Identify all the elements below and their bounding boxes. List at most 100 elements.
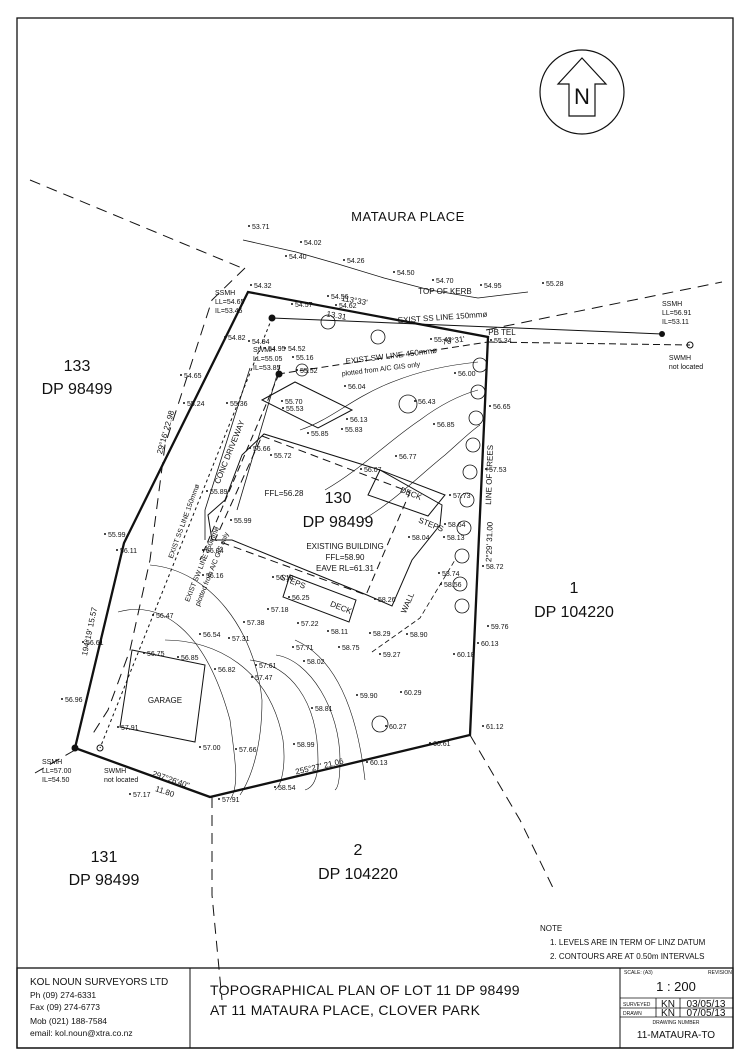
spot-level: 55.99 [108, 532, 126, 539]
spot-level: 57.73 [453, 493, 471, 500]
spot-level: 55.43 [434, 337, 452, 344]
spot-level-dot [224, 336, 226, 338]
svg-text:LL=56.91: LL=56.91 [662, 310, 691, 317]
ssmh-nw-label: SSMH LL=54.65 IL=53.45 [215, 290, 244, 315]
surveyed-date: 03/05/13 [687, 999, 726, 1010]
svg-text:IL=54.50: IL=54.50 [42, 777, 70, 784]
spot-level-dot [293, 743, 295, 745]
svg-text:LL=55.05: LL=55.05 [253, 356, 282, 363]
spot-level-dot [430, 338, 432, 340]
spot-level-dot [202, 549, 204, 551]
sw-line-label: EXIST SW LINE 450mmø [345, 346, 437, 366]
spot-level-dot [248, 225, 250, 227]
bearing-southwest-dist: 11.80 [154, 784, 176, 799]
spot-level: 56.85 [437, 422, 455, 429]
spot-level: 59.27 [383, 652, 401, 659]
ssmh-ne-marker [659, 331, 665, 337]
spot-level: 58.99 [297, 742, 315, 749]
spot-level-dot [443, 536, 445, 538]
svg-text:SWMH: SWMH [104, 768, 126, 775]
spot-level-dot [228, 637, 230, 639]
spot-level-dot [485, 468, 487, 470]
spot-level: 58.11 [331, 629, 348, 636]
driveway-label: CONC DRIVEWAY [213, 418, 247, 485]
spot-level-dot [297, 622, 299, 624]
existing-building [207, 381, 446, 623]
plan-title-line2: AT 11 MATAURA PLACE, CLOVER PARK [210, 1002, 481, 1018]
spot-level: 54.50 [397, 270, 415, 277]
spot-level: 54.95 [484, 283, 502, 290]
swmh-nw-marker [275, 370, 283, 378]
spot-level: 54.52 [288, 346, 306, 353]
spot-level: 54.82 [228, 335, 246, 342]
spot-level: 54.70 [436, 278, 454, 285]
svg-text:SSMH: SSMH [42, 759, 62, 766]
spot-level: 58.75 [342, 645, 360, 652]
swmh-sw-label: SWMH not located [104, 768, 138, 784]
line-of-trees-label: LINE OF TREES [484, 445, 495, 505]
spot-level-dot [327, 630, 329, 632]
spot-level-dot [433, 423, 435, 425]
spot-level-dot [199, 633, 201, 635]
spot-level-dot [453, 653, 455, 655]
spot-level: 57.00 [203, 745, 221, 752]
spot-level-dot [248, 340, 250, 342]
spot-level: 53.71 [252, 224, 270, 231]
spot-level-dot [250, 284, 252, 286]
pb-tel-label: PB TEL [488, 328, 516, 337]
spot-level-dot [285, 255, 287, 257]
retaining-wall [371, 559, 456, 653]
spot-level: 56.07 [364, 467, 382, 474]
drawn-by: KN [661, 1008, 675, 1019]
spot-level: 56.82 [218, 667, 236, 674]
spot-level: 55.28 [546, 281, 564, 288]
spot-level: 60.13 [481, 641, 499, 648]
bearing-north-dist: 13.31 [326, 309, 348, 321]
spot-level-dot [449, 494, 451, 496]
spot-level: 56.85 [181, 655, 199, 662]
spot-level: 54.94 [252, 339, 270, 346]
spot-level-dot [117, 726, 119, 728]
spot-level: 54.02 [304, 240, 322, 247]
spot-level: 57.66 [239, 747, 257, 754]
spot-level-dot [292, 356, 294, 358]
spot-level: 54.62 [339, 303, 357, 310]
spot-level-dot [311, 707, 313, 709]
company-fax: Fax (09) 274-6773 [30, 1002, 100, 1012]
spot-level: 54.56 [331, 294, 349, 301]
spot-level-dot [487, 625, 489, 627]
kerb-line [242, 239, 529, 299]
spot-level-dot [202, 574, 204, 576]
spot-level-dot [61, 698, 63, 700]
spot-level-dot [82, 641, 84, 643]
swmh-sw-marker [96, 744, 104, 752]
lot-133-number: 133 [64, 358, 91, 375]
spot-level-dot [235, 748, 237, 750]
spot-level: 56.96 [65, 697, 83, 704]
spot-level: 56.77 [399, 454, 417, 461]
spot-level-dot [226, 402, 228, 404]
svg-text:LL=57.00: LL=57.00 [42, 768, 71, 775]
lot-133-dp: DP 98499 [42, 381, 113, 398]
north-label: N [574, 84, 590, 109]
swmh-ne-label: SWMH not located [669, 355, 703, 371]
spot-level: 57.38 [247, 620, 265, 627]
spot-level-dot [267, 608, 269, 610]
spot-level-dot [480, 284, 482, 286]
lot-2-dp: DP 104220 [318, 866, 398, 883]
ssmh-sw-marker [71, 744, 79, 752]
spot-level-dot [183, 402, 185, 404]
services-lines [99, 317, 691, 749]
spot-level-dot [143, 652, 145, 654]
spot-level-dot [454, 372, 456, 374]
spot-level-dot [344, 385, 346, 387]
swmh-ne-marker [686, 341, 694, 349]
spot-level: 57.17 [133, 792, 151, 799]
spot-level-dot [300, 241, 302, 243]
spot-level-dot [218, 798, 220, 800]
spot-level-dot [296, 369, 298, 371]
spot-level: 58.02 [307, 659, 325, 666]
plan-title-line1: TOPOGRAPHICAL PLAN OF LOT 11 DP 98499 [210, 982, 520, 998]
spot-level-dot [307, 432, 309, 434]
